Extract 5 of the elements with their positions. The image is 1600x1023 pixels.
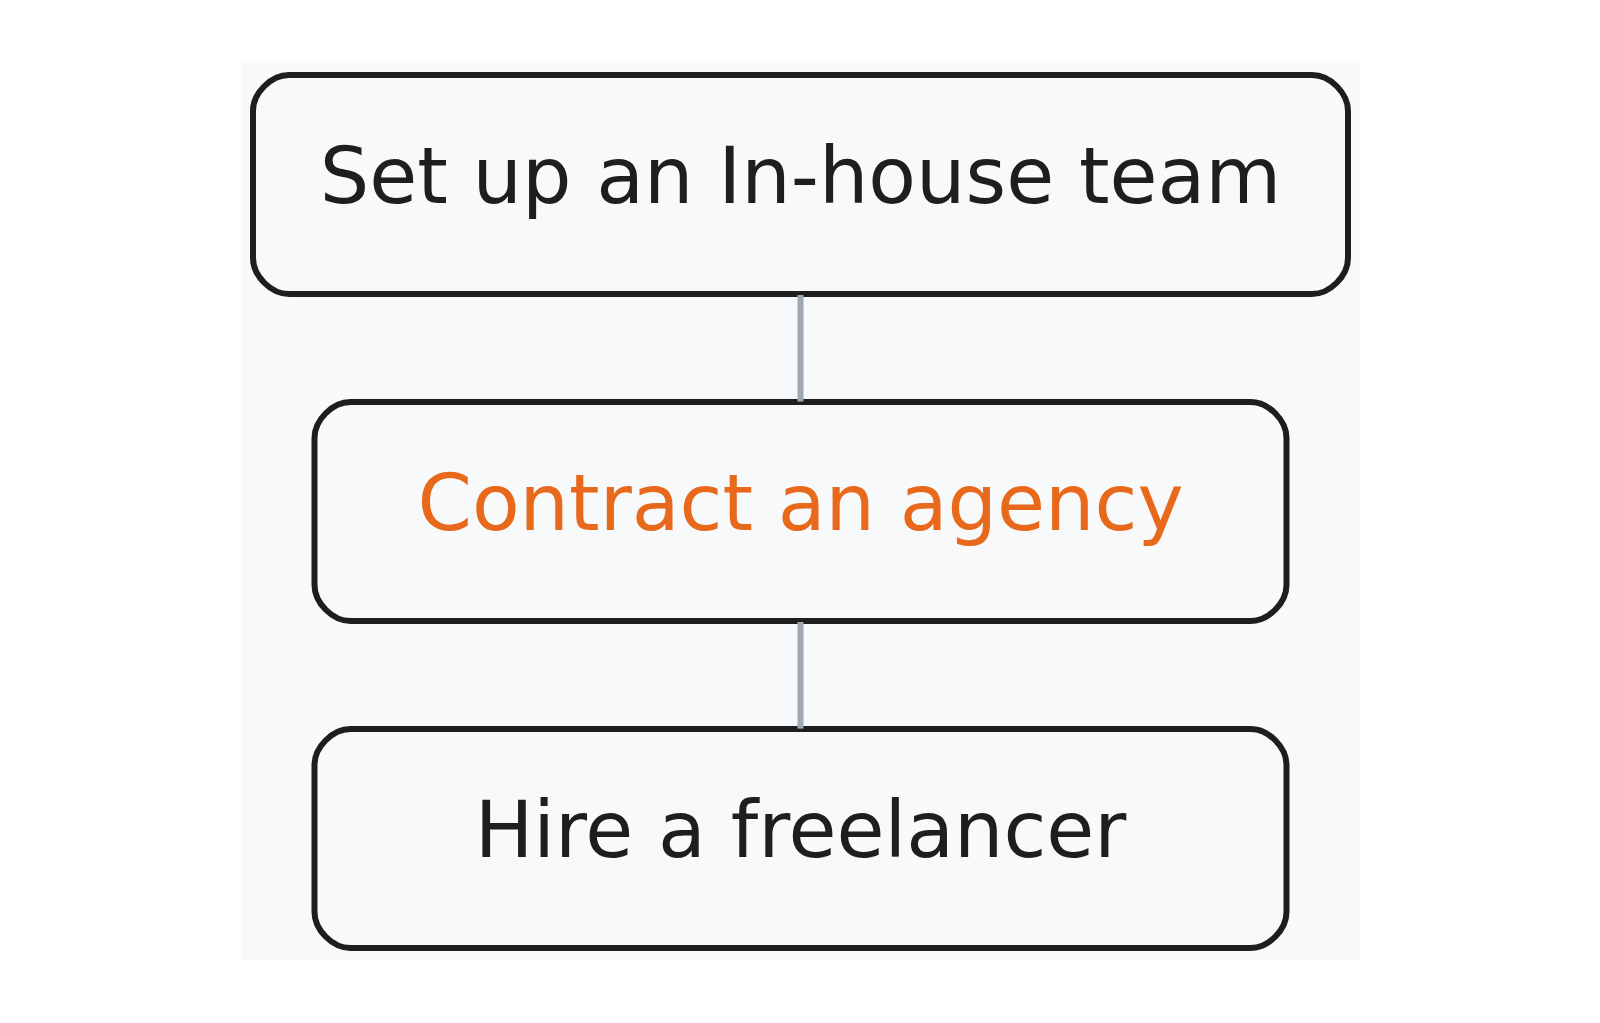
node-box: Contract an agency [311, 399, 1289, 624]
connector [797, 622, 803, 729]
node-box: Set up an In-house team [249, 72, 1351, 297]
connector [797, 295, 803, 402]
node-box: Hire a freelancer [311, 726, 1289, 951]
